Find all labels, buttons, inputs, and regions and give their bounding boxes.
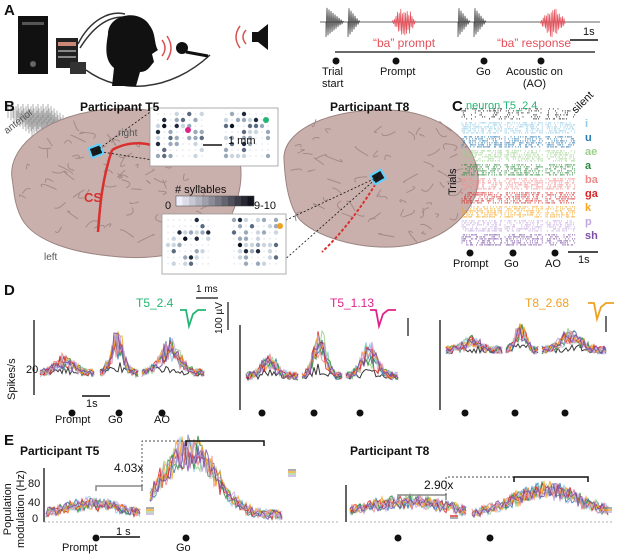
- pop-event-prompt: Prompt: [62, 542, 98, 554]
- raster-condition-1: i: [585, 118, 589, 130]
- central-sulcus-label: CS: [84, 190, 103, 205]
- timeline-scale-label: 1s: [583, 26, 595, 38]
- raster-condition-2: u: [585, 132, 592, 144]
- raster-condition-4: a: [585, 160, 592, 172]
- event-go: Go: [476, 66, 491, 78]
- raster-condition-7: k: [585, 202, 592, 214]
- panel-letter-a: A: [4, 2, 15, 19]
- psth-plots: [33, 297, 614, 417]
- audio-speech: [391, 8, 566, 37]
- event-acoustic-on: Acoustic on (AO): [506, 66, 563, 90]
- raster-title: neuron T5_2.4: [466, 100, 538, 112]
- panel-letter-c: C: [452, 98, 463, 115]
- psth-event-ao: AO: [154, 414, 170, 426]
- pop-t8-title: Participant T8: [350, 444, 430, 458]
- event-dot-trial-start: [332, 57, 340, 65]
- colorbar-max: 9-10: [254, 200, 277, 212]
- raster-ylabel: Trials: [447, 168, 459, 195]
- speech-0: [391, 8, 416, 36]
- orientation-left: left: [44, 252, 58, 263]
- beep-1: [347, 8, 361, 38]
- raster-condition-6: ga: [585, 188, 598, 200]
- prompt-audio-label: “ba” prompt: [373, 36, 436, 50]
- population-plots: [43, 434, 614, 542]
- speech-1: [539, 8, 566, 37]
- event-trial-start: Trial start: [322, 66, 344, 90]
- pop-scale-label: 1 s: [116, 526, 131, 538]
- beep-3: [473, 8, 487, 38]
- pop-ytick-80: 80: [28, 478, 41, 490]
- raster-event-prompt: Prompt: [453, 258, 489, 270]
- pop-ytick-40: 40: [28, 497, 41, 509]
- raster-event-go: Go: [504, 258, 519, 270]
- psth-event-prompt: Prompt: [55, 414, 91, 426]
- raster-scale-label: 1s: [578, 254, 590, 266]
- psth-event-go: Go: [108, 414, 123, 426]
- electrode-dot-maps: [155, 111, 283, 266]
- panel-letter-b: B: [4, 98, 15, 115]
- raster-condition-9: sh: [585, 230, 598, 242]
- event-dot-ao: [537, 57, 545, 65]
- pop-t5-title: Participant T5: [20, 444, 100, 458]
- raster-condition-5: ba: [585, 174, 598, 186]
- central-sulcus-t5: [96, 149, 114, 233]
- neuron-name-2: T5_1.13: [330, 296, 375, 310]
- array-scale-label: 1 mm: [228, 135, 256, 147]
- computer-tower-icon: [18, 16, 48, 74]
- colorbar-title: # syllables: [175, 184, 227, 196]
- psth-ytick: 20: [26, 364, 39, 376]
- colorbar-min: 0: [165, 200, 172, 212]
- neuron-name-1: T5_2.4: [136, 296, 174, 310]
- head-silhouette-icon: [106, 15, 158, 87]
- brain-t8-sulci: [290, 119, 463, 243]
- event-prompt: Prompt: [380, 66, 416, 78]
- participant-t8-title: Participant T8: [330, 100, 410, 114]
- raster-plot: [461, 108, 576, 246]
- neuron-name-3: T8_2.68: [525, 296, 570, 310]
- waveform-amp-scale: 100 µV: [214, 302, 225, 334]
- psth-scale-label: 1s: [86, 398, 98, 410]
- beep-2: [457, 8, 471, 38]
- response-audio-label: “ba” response: [497, 36, 572, 50]
- pop-ytick-0: 0: [32, 513, 39, 525]
- pop-event-go: Go: [176, 542, 191, 554]
- orientation-right: right: [118, 128, 138, 139]
- audio-beeps: [325, 7, 487, 38]
- central-sulcus-t8: [321, 179, 379, 253]
- speaker-icon: [252, 24, 268, 50]
- beep-0: [325, 7, 345, 38]
- participant-t5-title: Participant T5: [80, 100, 160, 114]
- psth-ylabel: Spikes/s: [6, 358, 18, 400]
- pop-ratio-t8: 2.90x: [424, 478, 454, 492]
- waveform-time-scale: 1 ms: [196, 284, 218, 295]
- event-dot-prompt: [392, 57, 400, 65]
- neural-amplifier-icon: [56, 38, 86, 74]
- event-dot-go: [480, 57, 488, 65]
- panel-letter-d: D: [4, 282, 15, 299]
- panel-letter-e: E: [4, 432, 15, 449]
- raster-event-ao: AO: [545, 258, 561, 270]
- pop-ratio-t5: 4.03x: [114, 461, 144, 475]
- raster-condition-8: p: [585, 216, 592, 228]
- syllable-colorbar: [175, 195, 255, 207]
- microphone-icon: [176, 42, 209, 58]
- brain-t5-sulci: [18, 120, 227, 243]
- raster-condition-3: ae: [585, 146, 598, 158]
- pop-ylabel: Population modulation (Hz): [2, 470, 27, 548]
